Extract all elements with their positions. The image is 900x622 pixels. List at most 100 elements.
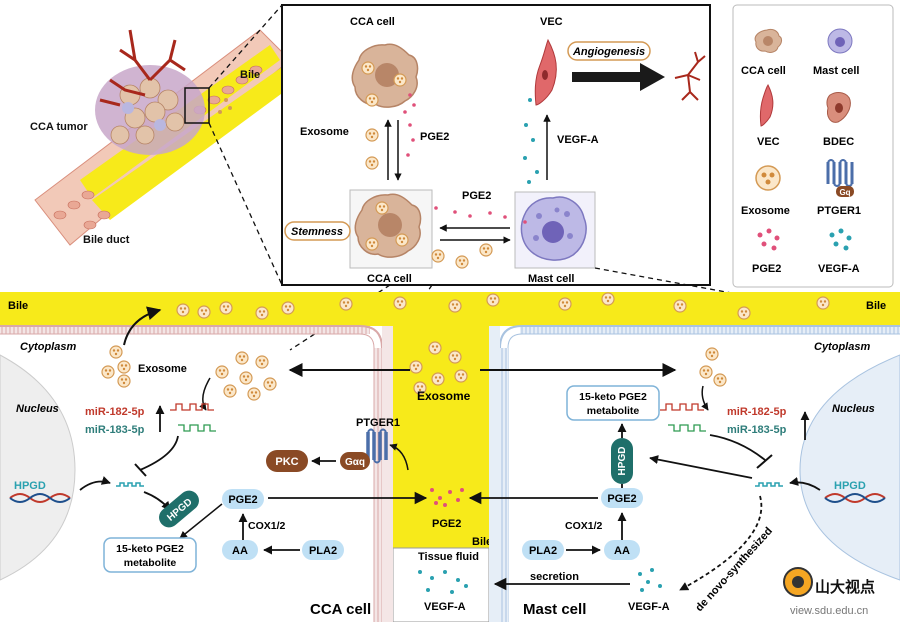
tissue-illustration: Bile CCA tumor Bile duct <box>30 4 300 286</box>
de-novo-label: de novo-synthesized <box>693 525 775 614</box>
watermark-logo: 山大视点 view.sdu.edu.cn <box>783 567 875 617</box>
inset-pge2-horizontal-label: PGE2 <box>462 190 491 202</box>
gaq-pill <box>340 452 370 470</box>
pkc-pill <box>266 450 308 472</box>
keto-pge2-box-right: 15-keto PGE2 metabolite <box>566 385 660 421</box>
hpgd-mrna-right <box>755 482 783 487</box>
exosome-cluster-right <box>699 347 727 387</box>
secretion-label: secretion <box>530 571 579 583</box>
legend-label-2: VEC <box>757 136 780 148</box>
ptger1-icon: Gq <box>826 159 854 197</box>
inset-vec-label: VEC <box>540 16 563 28</box>
tissue-fluid-label: Tissue fluid <box>418 551 479 563</box>
mir182-label-right: miR-182-5p <box>727 406 787 418</box>
nucleus-right <box>799 354 900 581</box>
pla2-label-right: PLA2 <box>529 545 557 557</box>
vec-icon <box>759 84 774 127</box>
cox-label-right: COX1/2 <box>565 520 603 532</box>
angiogenesis-arrow <box>572 63 665 91</box>
inset-vegfa-label: VEGF-A <box>557 134 599 146</box>
pge2-dots-horizontal <box>434 206 527 224</box>
pge2-dots-top <box>403 93 416 114</box>
mast-cell-pathway: 15-keto PGE2 metabolite HPGD miR-182-5p … <box>468 347 821 614</box>
legend-label-6: PGE2 <box>752 263 781 275</box>
pge2-dots-vertical <box>406 123 415 157</box>
aa-pill-left <box>222 540 258 560</box>
legend-label-4: Exosome <box>741 205 790 217</box>
svg-text:15-keto PGE2: 15-keto PGE2 <box>579 391 647 403</box>
aa-label-left: AA <box>232 545 248 557</box>
exosome-label-left: Exosome <box>138 363 187 375</box>
gaq-label: Gαq <box>345 457 365 468</box>
mir182-label-left: miR-182-5p <box>85 406 145 418</box>
svg-text:HPGD: HPGD <box>617 447 628 476</box>
legend-label-1: Mast cell <box>813 65 859 77</box>
blood-vessel-icon <box>674 51 706 101</box>
bile-label-left: Bile <box>8 300 28 312</box>
vegfa-dots-vertical <box>523 98 539 184</box>
cca-cell-top <box>351 43 419 108</box>
nucleus-label-right: Nucleus <box>832 403 875 415</box>
aa-label-right: AA <box>614 545 630 557</box>
pla2-pill-left <box>302 540 344 560</box>
legend-label-5: PTGER1 <box>817 205 861 217</box>
cytoplasm-label-left: Cytoplasm <box>20 341 76 353</box>
exosome-label-center: Exosome <box>417 389 471 403</box>
mast-cell-label-bottom: Mast cell <box>523 601 586 618</box>
watermark-url: view.sdu.edu.cn <box>790 605 868 617</box>
mirna-left-icon <box>170 403 216 432</box>
hpgd-enzyme-right: HPGD <box>611 438 633 484</box>
pge2-label-center: PGE2 <box>432 518 461 530</box>
hpgd-gene-label-left: HPGD <box>14 480 46 492</box>
inset-panel: CCA cell Exosome PGE2 VEC Angiogenesis V… <box>281 4 891 351</box>
pge2-pill-left <box>222 489 264 509</box>
bile-label-right: Bile <box>866 300 886 312</box>
bile-duct-label: Bile duct <box>83 234 130 246</box>
pla2-pill-right <box>522 540 564 560</box>
angiogenesis-label: Angiogenesis <box>572 46 645 58</box>
mast-cell-inset <box>520 196 587 261</box>
ptger1-receptor-icon <box>366 428 388 464</box>
bile-label-illustration: Bile <box>240 69 260 81</box>
cca-cell-pathway: Exosome miR-182-5p miR-183-5p HPGD 15-ke… <box>79 306 428 573</box>
pge2-label-left: PGE2 <box>228 494 257 506</box>
hpgd-mrna-left <box>116 482 144 487</box>
nucleus-left <box>0 354 76 581</box>
vegfa-dots-right <box>638 568 662 592</box>
vegfa-dots-fluid <box>418 570 468 594</box>
cca-cell-membrane <box>0 325 393 622</box>
legend-label-7: VEGF-A <box>818 263 860 275</box>
mir183-label-right: miR-183-5p <box>727 424 787 436</box>
legend-label-3: BDEC <box>823 136 854 148</box>
inset-pge2-vertical-label: PGE2 <box>420 131 449 143</box>
mir183-label-left: miR-183-5p <box>85 424 145 436</box>
bile-label-channel: Bile <box>472 536 492 548</box>
pla2-label-left: PLA2 <box>309 545 337 557</box>
svg-text:metabolite: metabolite <box>587 405 640 417</box>
inset-cca-cell-bottom-label: CCA cell <box>367 273 412 285</box>
ptger1-label: PTGER1 <box>356 417 400 429</box>
dna-left-icon: HPGD <box>9 480 71 503</box>
mast-cell-membrane <box>489 325 900 622</box>
hpgd-gene-label-right: HPGD <box>834 480 866 492</box>
vegfa-fluid-label: VEGF-A <box>424 601 466 613</box>
inset-mast-cell-label: Mast cell <box>528 273 574 285</box>
svg-text:metabolite: metabolite <box>124 557 177 569</box>
nucleus-label-left: Nucleus <box>16 403 59 415</box>
legend-panel: CCA cell Mast cell VEC BDEC Exosome Gq P… <box>732 4 894 288</box>
cytoplasm-label-right: Cytoplasm <box>814 341 870 353</box>
keto-pge2-box-left: 15-keto PGE2 metabolite <box>103 537 197 573</box>
pge2-icon <box>757 228 780 251</box>
inset-exosome-label: Exosome <box>300 126 349 138</box>
pge2-label-right: PGE2 <box>607 493 636 505</box>
pkc-label: PKC <box>275 456 298 468</box>
gq-badge: Gq <box>839 188 850 197</box>
mirna-right-icon <box>660 403 706 432</box>
exosome-icon <box>755 165 781 191</box>
cox-label-left: COX1/2 <box>248 520 286 532</box>
svg-text:15-keto PGE2: 15-keto PGE2 <box>116 543 184 555</box>
cca-tumor-label: CCA tumor <box>30 121 88 133</box>
cca-cell-bottom <box>354 193 422 258</box>
